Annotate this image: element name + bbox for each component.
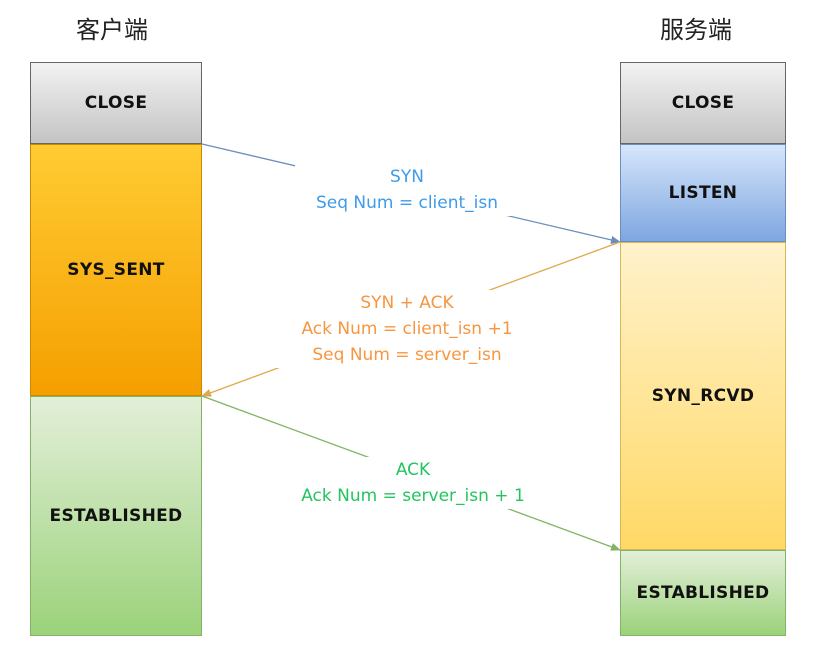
server-title: 服务端	[660, 16, 732, 44]
syn-ack-ack-num: Ack Num = client_isn +1	[301, 319, 513, 339]
syn-seq-num: Seq Num = client_isn	[315, 193, 499, 213]
syn-message: SYN Seq Num = client_isn	[295, 164, 519, 216]
server-state-close: CLOSE	[620, 62, 786, 144]
syn-ack-label: SYN + ACK	[360, 293, 454, 313]
client-state-close: CLOSE	[30, 62, 202, 144]
syn-ack-seq-num: Seq Num = server_isn	[312, 345, 502, 365]
client-state-sys-sent: SYS_SENT	[30, 144, 202, 396]
server-state-established: ESTABLISHED	[620, 550, 786, 636]
syn-ack-message: SYN + ACK Ack Num = client_isn +1 Seq Nu…	[276, 290, 538, 368]
client-state-established: ESTABLISHED	[30, 396, 202, 636]
server-state-listen: LISTEN	[620, 144, 786, 242]
ack-label: ACK	[395, 460, 431, 480]
syn-label: SYN	[390, 167, 424, 187]
client-title: 客户端	[76, 16, 148, 44]
ack-ack-num: Ack Num = server_isn + 1	[301, 486, 525, 506]
server-state-syn-rcvd: SYN_RCVD	[620, 242, 786, 550]
ack-message: ACK Ack Num = server_isn + 1	[283, 457, 543, 509]
